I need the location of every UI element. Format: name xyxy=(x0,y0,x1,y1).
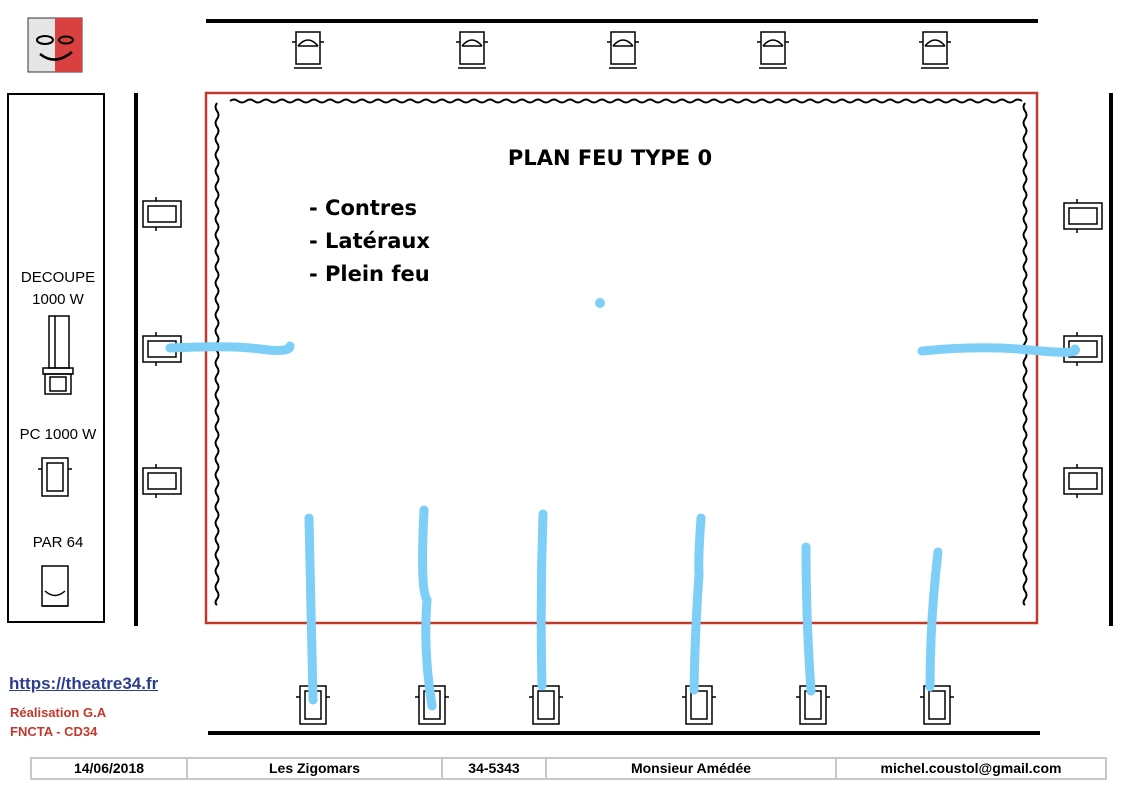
curtain-back xyxy=(229,98,1023,104)
legend-fixtures xyxy=(38,315,74,607)
back-fixture-3 xyxy=(607,31,639,69)
legend-pc-icon xyxy=(38,457,72,497)
left-side-fixture-3 xyxy=(142,464,182,498)
right-side-fixture-1 xyxy=(1063,199,1103,233)
left-side-fixture-1 xyxy=(142,197,182,231)
footer-date: 14/06/2018 xyxy=(32,759,188,778)
front-fixture-3 xyxy=(529,685,563,725)
fixtures xyxy=(142,31,1103,725)
legend-decoupe-power: 1000 W xyxy=(32,291,84,308)
effect-item-3: - Plein feu xyxy=(309,262,430,286)
cable-6 xyxy=(925,547,943,692)
cable-left xyxy=(165,341,295,355)
cable-1 xyxy=(304,513,318,705)
footer-troupe: Les Zigomars xyxy=(188,759,443,778)
cable-4 xyxy=(689,513,706,695)
back-fixture-2 xyxy=(456,31,488,69)
cables xyxy=(165,341,1080,711)
legend-pc-label: PC 1000 W xyxy=(19,426,97,443)
effect-item-1: - Contres xyxy=(309,196,417,220)
fncta-logo xyxy=(27,17,83,73)
legend-decoupe-icon xyxy=(42,315,74,395)
cable-2 xyxy=(418,505,437,711)
front-fixture-4 xyxy=(682,685,716,725)
credit-author: Réalisation G.A xyxy=(10,705,107,720)
footer-info-bar: 14/06/2018 Les Zigomars 34-5343 Monsieur… xyxy=(30,757,1107,780)
front-fixture-6 xyxy=(920,685,954,725)
legend-decoupe-label: DECOUPE xyxy=(20,269,96,286)
right-side-fixture-3 xyxy=(1063,464,1103,498)
stage-outline xyxy=(204,91,1039,625)
curtain-left xyxy=(214,102,220,606)
cable-right xyxy=(917,343,1080,357)
footer-email: michel.coustol@gmail.com xyxy=(880,760,1062,776)
footer-code: 34-5343 xyxy=(443,759,547,778)
legend-box: DECOUPE 1000 W PC 1000 W PAR 64 xyxy=(7,93,105,623)
back-fixture-4 xyxy=(757,31,789,69)
website-link[interactable]: https://theatre34.fr xyxy=(9,674,159,693)
curtain-right xyxy=(1022,102,1028,606)
cable-3 xyxy=(536,509,548,691)
back-fixture-1 xyxy=(292,31,324,69)
center-mark xyxy=(595,298,605,308)
effect-item-2: - Latéraux xyxy=(309,229,430,253)
plan-title: PLAN FEU TYPE 0 xyxy=(507,146,713,170)
footer-play: Monsieur Amédée xyxy=(547,759,837,778)
legend-par-icon xyxy=(41,565,69,607)
legend-par-label: PAR 64 xyxy=(32,534,84,551)
back-fixture-5 xyxy=(919,31,951,69)
cable-5 xyxy=(801,542,816,696)
curtains xyxy=(214,98,1028,606)
credit-org: FNCTA - CD34 xyxy=(10,724,98,739)
